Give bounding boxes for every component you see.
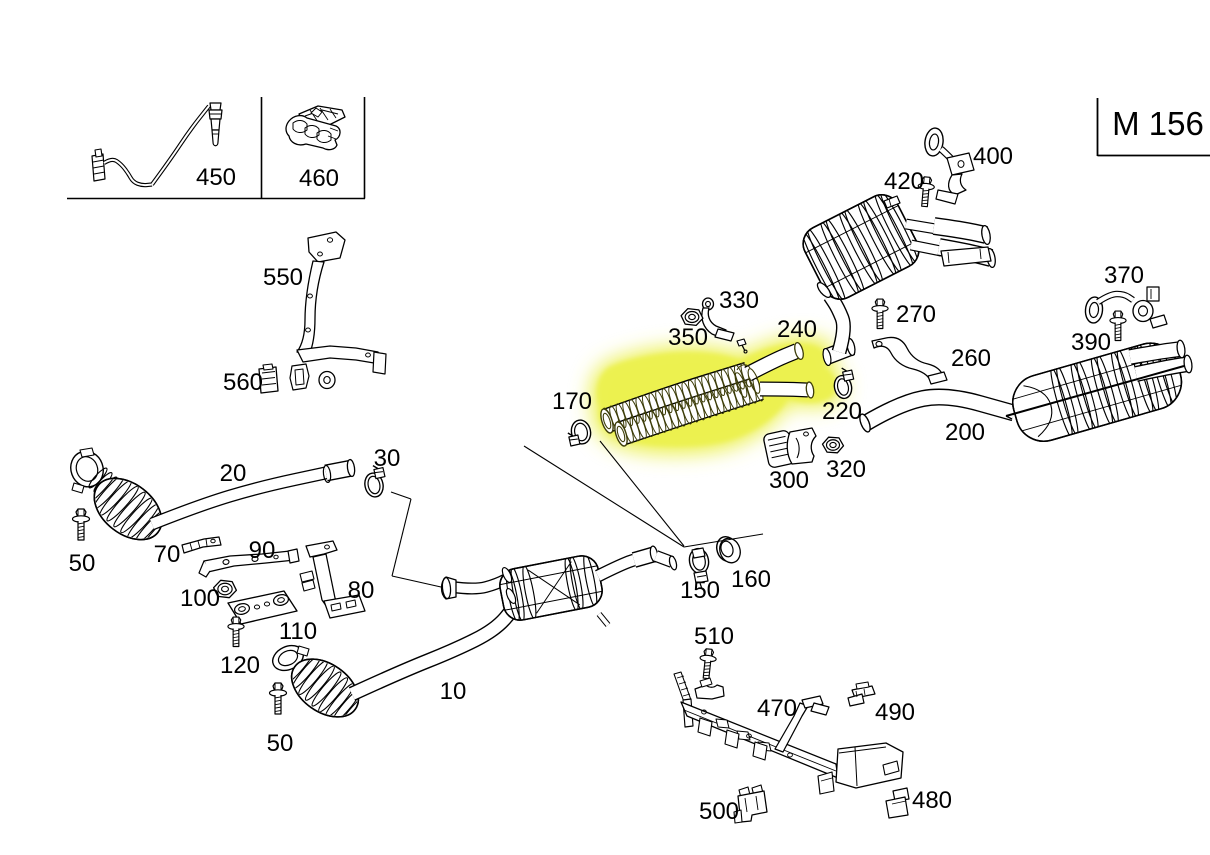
svg-text:M 156: M 156 xyxy=(1112,105,1204,142)
svg-text:420: 420 xyxy=(884,168,924,195)
svg-text:150: 150 xyxy=(680,577,720,604)
svg-text:110: 110 xyxy=(279,618,317,645)
svg-text:510: 510 xyxy=(694,623,734,650)
svg-text:90: 90 xyxy=(249,537,276,564)
svg-text:50: 50 xyxy=(69,550,96,577)
svg-text:70: 70 xyxy=(154,541,181,568)
svg-text:30: 30 xyxy=(374,445,401,472)
svg-text:160: 160 xyxy=(731,566,771,593)
svg-text:350: 350 xyxy=(668,324,708,351)
svg-text:270: 270 xyxy=(896,301,936,328)
svg-text:120: 120 xyxy=(220,652,260,679)
svg-text:500: 500 xyxy=(699,798,739,825)
svg-text:330: 330 xyxy=(719,287,759,314)
svg-text:480: 480 xyxy=(912,787,952,814)
svg-text:200: 200 xyxy=(945,419,985,446)
svg-text:470: 470 xyxy=(757,695,797,722)
svg-text:320: 320 xyxy=(826,456,866,483)
svg-text:400: 400 xyxy=(973,143,1013,170)
svg-text:460: 460 xyxy=(299,165,339,192)
svg-text:490: 490 xyxy=(875,699,915,726)
svg-text:390: 390 xyxy=(1071,329,1111,356)
svg-text:550: 550 xyxy=(263,264,303,291)
svg-text:50: 50 xyxy=(267,730,294,757)
svg-text:170: 170 xyxy=(552,388,592,415)
svg-text:220: 220 xyxy=(822,398,862,425)
svg-text:260: 260 xyxy=(951,345,991,372)
svg-text:450: 450 xyxy=(196,164,236,191)
svg-text:80: 80 xyxy=(348,577,375,604)
svg-text:10: 10 xyxy=(440,678,467,705)
svg-text:20: 20 xyxy=(220,460,247,487)
svg-text:100: 100 xyxy=(180,585,220,612)
svg-text:560: 560 xyxy=(223,369,263,396)
svg-text:300: 300 xyxy=(769,467,809,494)
svg-text:240: 240 xyxy=(777,316,817,343)
svg-text:370: 370 xyxy=(1104,262,1144,289)
